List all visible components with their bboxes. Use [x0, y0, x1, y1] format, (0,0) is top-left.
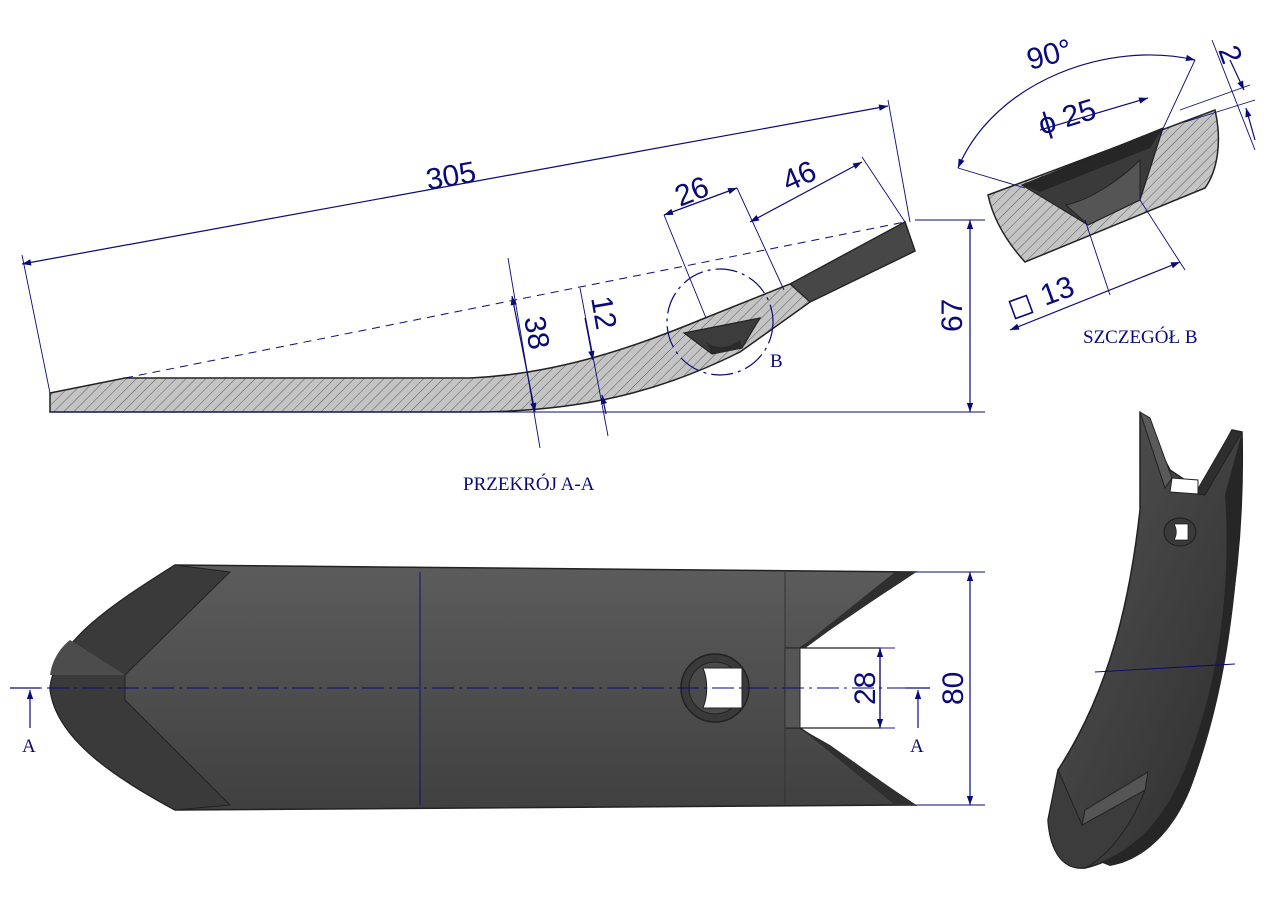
- chamfer-text: 2: [1211, 41, 1248, 68]
- dim-line-12b: [600, 394, 607, 415]
- section-marker-right: A: [910, 736, 924, 757]
- iso-notch: [1169, 477, 1199, 495]
- plan-nose-bevel: [49, 564, 232, 811]
- square-text: 13: [1036, 270, 1079, 312]
- iso-fork-right: [1194, 429, 1243, 496]
- dim-line-38: [510, 295, 537, 413]
- iso-tip-face: [1081, 771, 1149, 826]
- section-marker-left: A: [22, 736, 36, 757]
- plan-tail-bevel-bottom: [800, 728, 915, 805]
- dim-text-67: 67: [936, 299, 969, 332]
- detail-hole-inner: [1064, 158, 1141, 226]
- dim-line-25: [1039, 97, 1149, 131]
- dim-line-46: [749, 161, 863, 223]
- dim-text-305: 305: [423, 156, 478, 197]
- dim-line-12: [584, 317, 595, 361]
- square-symbol: [1008, 294, 1034, 320]
- detail-b-marker: B: [770, 351, 783, 372]
- dim-line-2b: [1245, 107, 1256, 141]
- dim-line-13: [1009, 261, 1181, 331]
- plan-nose-face: [50, 640, 125, 675]
- plan-view: A A 28 80: [10, 564, 985, 811]
- dim-text-12: 12: [584, 293, 622, 332]
- dim-text-80: 80: [937, 672, 970, 705]
- dim-text-26: 26: [670, 170, 713, 213]
- iso-tip-bevel: [1047, 768, 1146, 869]
- section-caption: PRZEKRÓJ A-A: [463, 473, 595, 495]
- dim-text-28: 28: [849, 672, 882, 705]
- angle-arc: [957, 54, 1196, 169]
- section-end-face: [788, 221, 916, 303]
- isometric-view: [1047, 410, 1244, 869]
- dim-text-38: 38: [517, 313, 555, 352]
- detail-view: 90° 2 ϕ 25 13 SZCZEGÓŁ B: [957, 33, 1256, 348]
- detail-caption: SZCZEGÓŁ B: [1083, 326, 1198, 348]
- dim-line-2a: [1229, 59, 1245, 91]
- dim-line-26: [663, 187, 738, 216]
- section-view: B 305 26 46 38 12 67 PRZEKRÓJ A-A: [21, 99, 985, 495]
- dim-text-46: 46: [777, 155, 821, 199]
- diameter-text: ϕ 25: [1034, 93, 1100, 142]
- dim-line-305: [21, 104, 889, 266]
- section-profile: [49, 220, 916, 413]
- detail-b-circle: [666, 268, 774, 376]
- section-hole-shadow: [706, 340, 742, 354]
- iso-hole-square: [1173, 523, 1189, 541]
